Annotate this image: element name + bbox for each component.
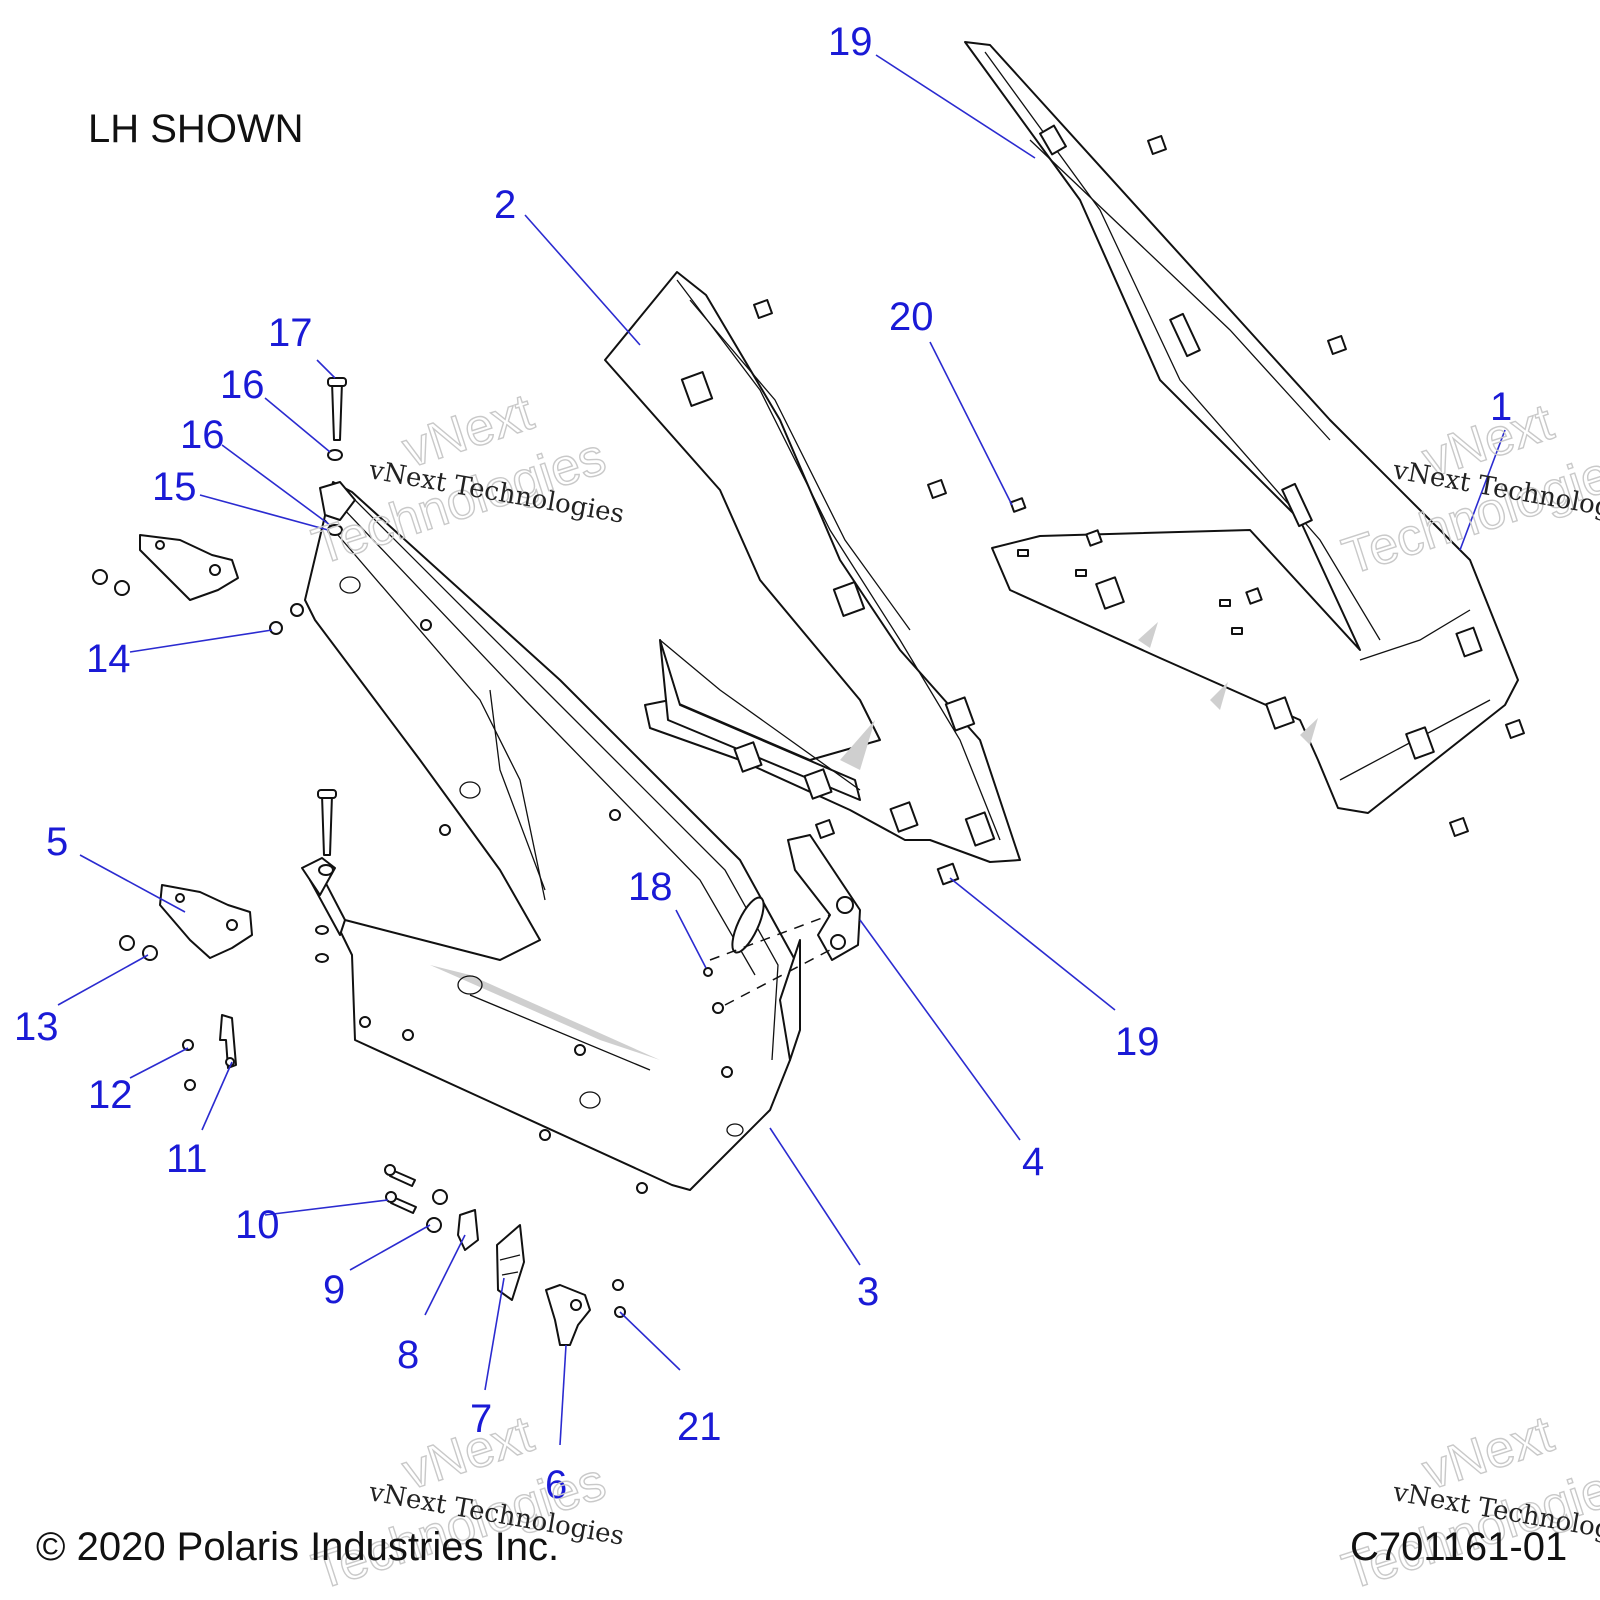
callout-16-upper: 16 bbox=[220, 363, 265, 407]
callout-10: 10 bbox=[235, 1203, 280, 1247]
clips-part-2 bbox=[753, 299, 947, 839]
small-hardware bbox=[92, 377, 1027, 1346]
callout-13: 13 bbox=[14, 1005, 59, 1049]
callout-19-top: 19 bbox=[828, 20, 873, 64]
callout-6: 6 bbox=[545, 1463, 567, 1507]
callout-15: 15 bbox=[152, 465, 197, 509]
callout-8: 8 bbox=[397, 1333, 419, 1377]
callout-4: 4 bbox=[1022, 1140, 1044, 1184]
fasteners-part-3 bbox=[359, 619, 733, 1194]
part-outer-door-panel bbox=[964, 41, 1519, 814]
callout-12: 12 bbox=[88, 1073, 133, 1117]
view-note: LH SHOWN bbox=[88, 107, 304, 151]
clips-part-1 bbox=[1085, 135, 1525, 837]
callout-7: 7 bbox=[470, 1397, 492, 1441]
callout-9: 9 bbox=[323, 1268, 345, 1312]
part-lower-door-assembly bbox=[301, 481, 801, 1191]
callout-2: 2 bbox=[494, 183, 516, 227]
callout-18: 18 bbox=[628, 865, 673, 909]
callout-1: 1 bbox=[1490, 385, 1512, 429]
callout-11: 11 bbox=[166, 1137, 208, 1181]
copyright-notice: © 2020 Polaris Industries Inc. bbox=[36, 1525, 559, 1569]
callout-16-lower: 16 bbox=[180, 413, 225, 457]
callout-20: 20 bbox=[889, 295, 934, 339]
callout-14: 14 bbox=[86, 637, 131, 681]
leader-lines bbox=[57, 54, 1506, 1446]
part-inner-door-frame bbox=[604, 271, 1021, 863]
callout-21: 21 bbox=[677, 1405, 722, 1449]
part-door-hinge bbox=[709, 834, 861, 1006]
callout-5: 5 bbox=[46, 820, 68, 864]
drawing-number: C701161-01 bbox=[1350, 1525, 1567, 1569]
callout-3: 3 bbox=[857, 1270, 879, 1314]
callout-19-lower: 19 bbox=[1115, 1020, 1160, 1064]
callout-labels: 1 2 3 4 5 6 7 8 9 10 11 12 13 14 15 16 1… bbox=[14, 20, 1512, 1507]
callout-17: 17 bbox=[268, 311, 313, 355]
